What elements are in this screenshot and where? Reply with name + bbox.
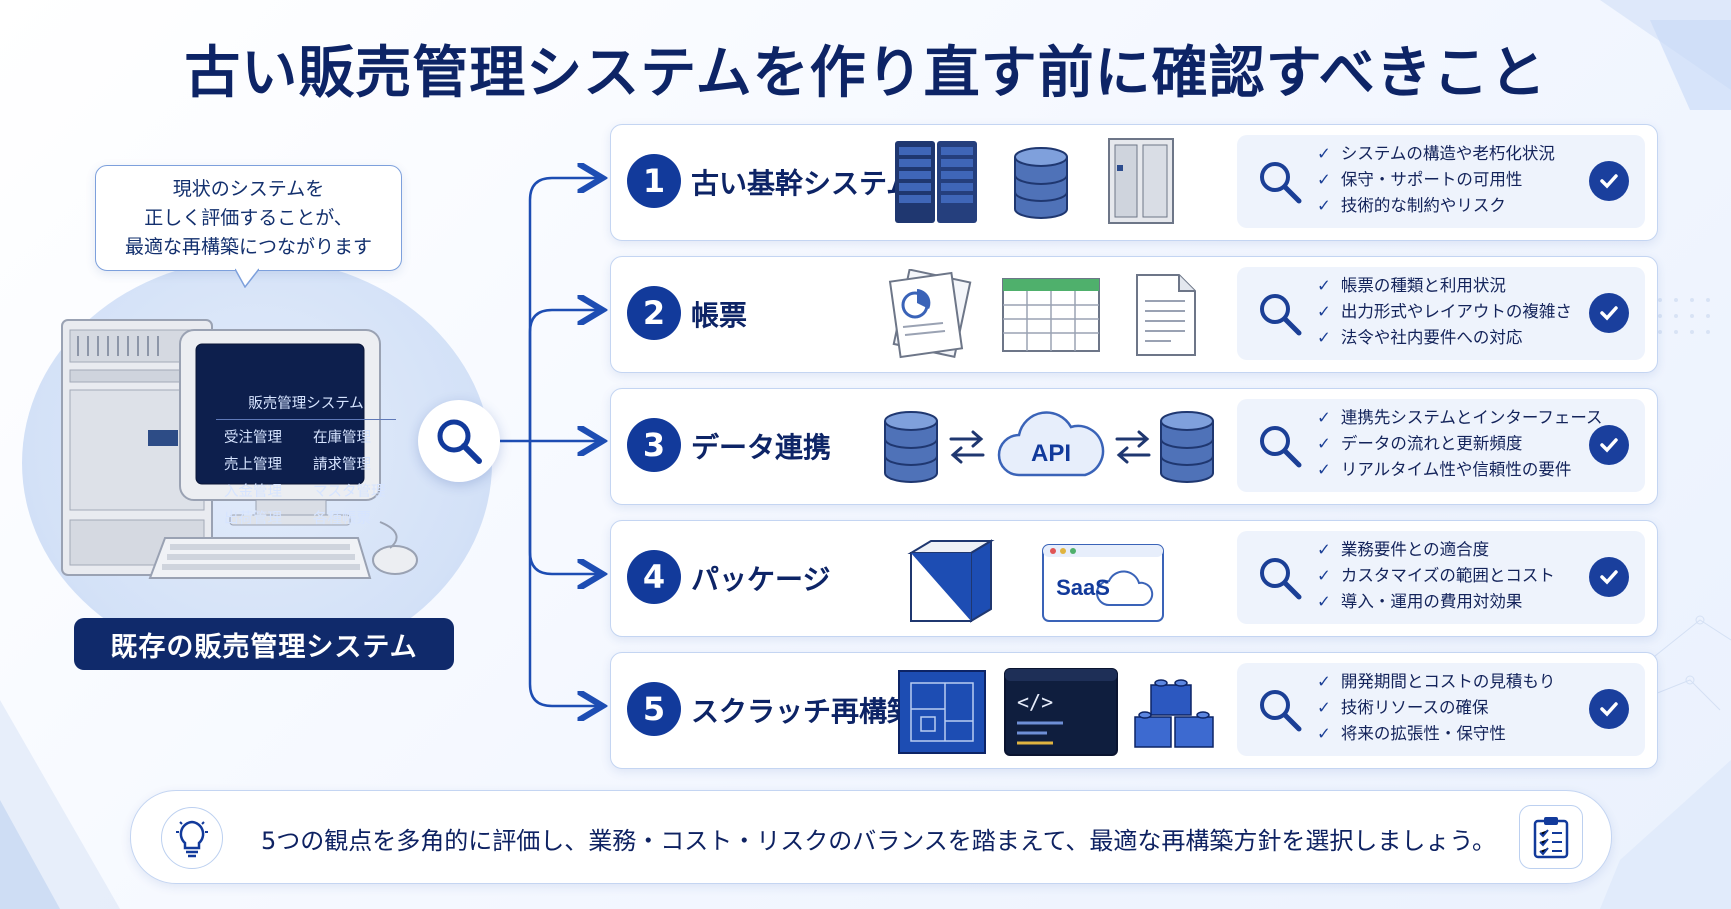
card-title: パッケージ [691,563,831,596]
check-item: 業務要件との適合度 [1317,537,1555,563]
code-editor-icon: </> [1004,668,1118,756]
card-reports: 2 帳票 帳票の種類と利用状況 出力形式やレイアウトの複雑さ 法令や社内要件への… [610,256,1658,373]
bubble-line: 正しく評価することが、 [144,206,353,229]
exchange-arrows-icon [949,430,985,464]
saas-label: SaaS [1056,575,1110,600]
package-box-icon [907,539,995,623]
check-list: 帳票の種類と利用状況 出力形式やレイアウトの複雑さ 法令や社内要件への対応 [1317,273,1572,351]
check-panel: システムの構造や老朽化状況 保守・サポートの可用性 技術的な制約やリスク [1237,135,1645,228]
screen-menu-item: 受注管理 [224,430,282,446]
footer-summary: 5つの観点を多角的に評価し、業務・コスト・リスクのバランスを踏まえて、最適な再構… [130,790,1612,884]
checklist-clipboard-icon [1519,805,1583,869]
card-number: 3 [627,418,681,472]
check-item: 将来の拡張性・保守性 [1317,721,1555,747]
check-list: 連携先システムとインターフェース データの流れと更新頻度 リアルタイム性や信頼性… [1317,405,1603,483]
card-legacy-core-system: 1 古い基幹システム システムの構造や老朽化状況 保守・サポートの可用性 技術的… [610,124,1658,241]
search-icon [1260,294,1302,336]
check-circle-icon [1589,425,1629,465]
hub-search-icon [418,400,500,482]
card-package: 4 パッケージ SaaS 業務要件との適合度 カスタマイズの範囲とコスト 導入・… [610,520,1658,637]
server-rack-icon [895,141,977,223]
search-icon [1260,162,1302,204]
check-item: リアルタイム性や信頼性の要件 [1317,457,1603,483]
report-documents-icon [888,269,972,359]
screen-menu-item: マスタ管理 [313,484,386,500]
page-title: 古い販売管理システムを作り直す前に確認すべきこと [184,41,1547,106]
check-item: 技術リソースの確保 [1317,695,1555,721]
check-list: システムの構造や老朽化状況 保守・サポートの可用性 技術的な制約やリスク [1317,141,1555,219]
database-icon [1014,147,1068,219]
api-label: API [1031,440,1071,467]
system-label: 既存の販売管理システム [74,618,454,670]
check-circle-icon [1589,293,1629,333]
footer-text: 5つの観点を多角的に評価し、業務・コスト・リスクのバランスを踏まえて、最適な再構… [261,827,1496,855]
card-number: 4 [627,550,681,604]
screen-menu-item: 売上管理 [224,457,282,473]
search-icon [1260,690,1302,732]
check-item: 帳票の種類と利用状況 [1317,273,1572,299]
lightbulb-icon [161,807,223,869]
card-data-integration: 3 データ連携 API 連携先システムとインターフェース データの流れと更新頻度… [610,388,1658,505]
card-number: 5 [627,682,681,736]
check-item: 技術的な制約やリスク [1317,193,1555,219]
check-item: 開発期間とコストの見積もり [1317,669,1556,695]
screen-menu-item: 在庫管理 [313,430,371,446]
speech-bubble: 現状のシステムを 正しく評価することが、 最適な再構築につながります [95,165,402,271]
speech-bubble-tail [235,268,259,288]
screen-menu-item: 出荷管理 [224,511,282,527]
blueprint-icon [898,670,986,754]
check-circle-icon [1589,689,1629,729]
bubble-line: 現状のシステムを [172,177,325,200]
code-symbol: </> [1017,690,1053,714]
database-icon [1160,411,1214,483]
document-icon [1136,274,1196,356]
search-icon [1260,426,1302,468]
api-cloud-icon: API [997,411,1105,477]
check-panel: 連携先システムとインターフェース データの流れと更新頻度 リアルタイム性や信頼性… [1237,399,1645,492]
check-list: 業務要件との適合度 カスタマイズの範囲とコスト 導入・運用の費用対効果 [1317,537,1555,615]
check-circle-icon [1589,557,1629,597]
check-list: 開発期間とコストの見積もり 技術リソースの確保 将来の拡張性・保守性 [1317,669,1556,747]
screen-menu-item: 各種帳票 [313,511,371,527]
spreadsheet-icon [1002,278,1100,352]
check-item: システムの構造や老朽化状況 [1317,141,1555,167]
check-item: データの流れと更新頻度 [1317,431,1603,457]
card-scratch-rebuild: 5 スクラッチ再構築 </> 開発期間とコストの見積もり 技術リソースの確保 将 [610,652,1658,769]
check-item: カスタマイズの範囲とコスト [1317,563,1555,589]
building-blocks-icon [1134,679,1214,748]
card-title: スクラッチ再構築 [691,695,916,728]
check-item: 法令や社内要件への対応 [1317,325,1572,351]
legacy-screen: 販売管理システム 受注管理 在庫管理 売上管理 請求管理 入金管理 マスタ管理 … [216,388,396,528]
check-item: 保守・サポートの可用性 [1317,167,1555,193]
check-panel: 開発期間とコストの見積もり 技術リソースの確保 将来の拡張性・保守性 [1237,663,1645,756]
card-title: データ連携 [691,431,832,464]
bubble-line: 最適な再構築につながります [124,235,372,258]
screen-menu-item: 入金管理 [224,484,282,500]
check-panel: 業務要件との適合度 カスタマイズの範囲とコスト 導入・運用の費用対効果 [1237,531,1645,624]
search-icon [1260,558,1302,600]
check-item: 出力形式やレイアウトの複雑さ [1317,299,1572,325]
exchange-arrows-icon [1115,430,1151,464]
check-circle-icon [1589,161,1629,201]
card-number: 1 [627,154,681,208]
check-panel: 帳票の種類と利用状況 出力形式やレイアウトの複雑さ 法令や社内要件への対応 [1237,267,1645,360]
mainframe-cabinet-icon [1108,138,1174,224]
card-number: 2 [627,286,681,340]
check-item: 導入・運用の費用対効果 [1317,589,1555,615]
screen-menu-item: 請求管理 [313,457,371,473]
card-title: 帳票 [691,299,748,332]
check-item: 連携先システムとインターフェース [1317,405,1603,431]
card-title: 古い基幹システム [691,167,915,200]
saas-window-icon: SaaS [1042,544,1164,622]
database-icon [884,411,938,483]
screen-title: 販売管理システム [216,388,396,420]
